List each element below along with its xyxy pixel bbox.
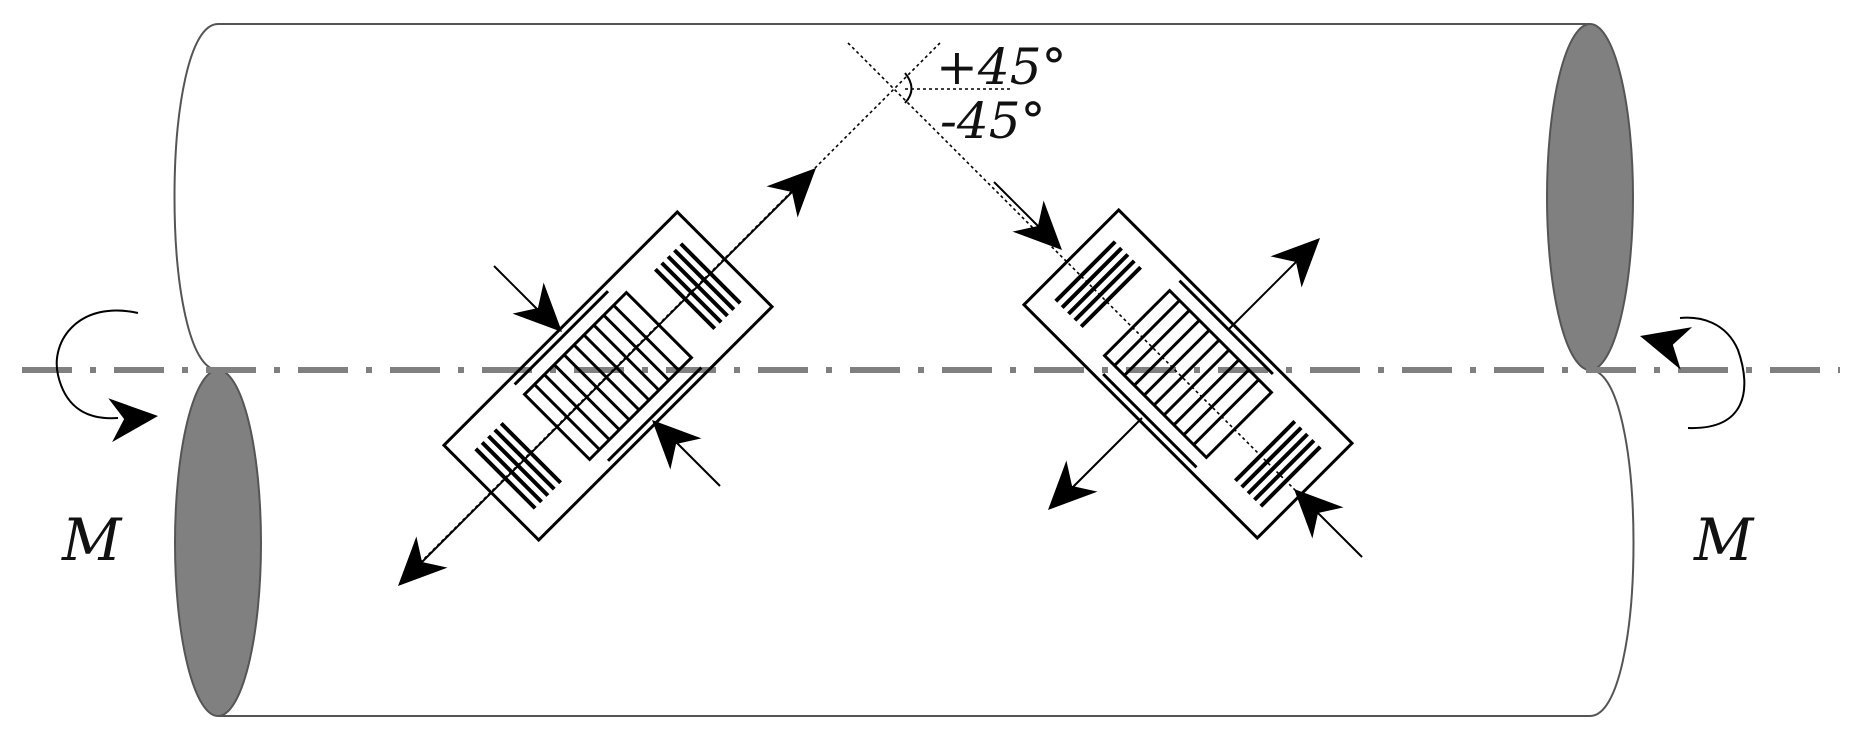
- shaft-end-left: [174, 369, 262, 717]
- moment-label-right: M: [1693, 506, 1755, 574]
- moment-arrow-left: [55, 309, 160, 443]
- compression-arrowhead-right: [636, 404, 702, 470]
- angle-label-positive: +45°: [936, 38, 1067, 96]
- moment-arrow-right: [1634, 314, 1746, 430]
- angle-label-negative: -45°: [940, 92, 1046, 150]
- moment-label-left: M: [61, 506, 123, 574]
- tension-arrowhead-left: [1032, 460, 1098, 526]
- compression-arrowhead-left: [512, 282, 578, 348]
- shaft-end-right: [1546, 23, 1634, 371]
- angle-arc: [904, 72, 913, 104]
- shaft-cylinder: [173, 23, 1635, 717]
